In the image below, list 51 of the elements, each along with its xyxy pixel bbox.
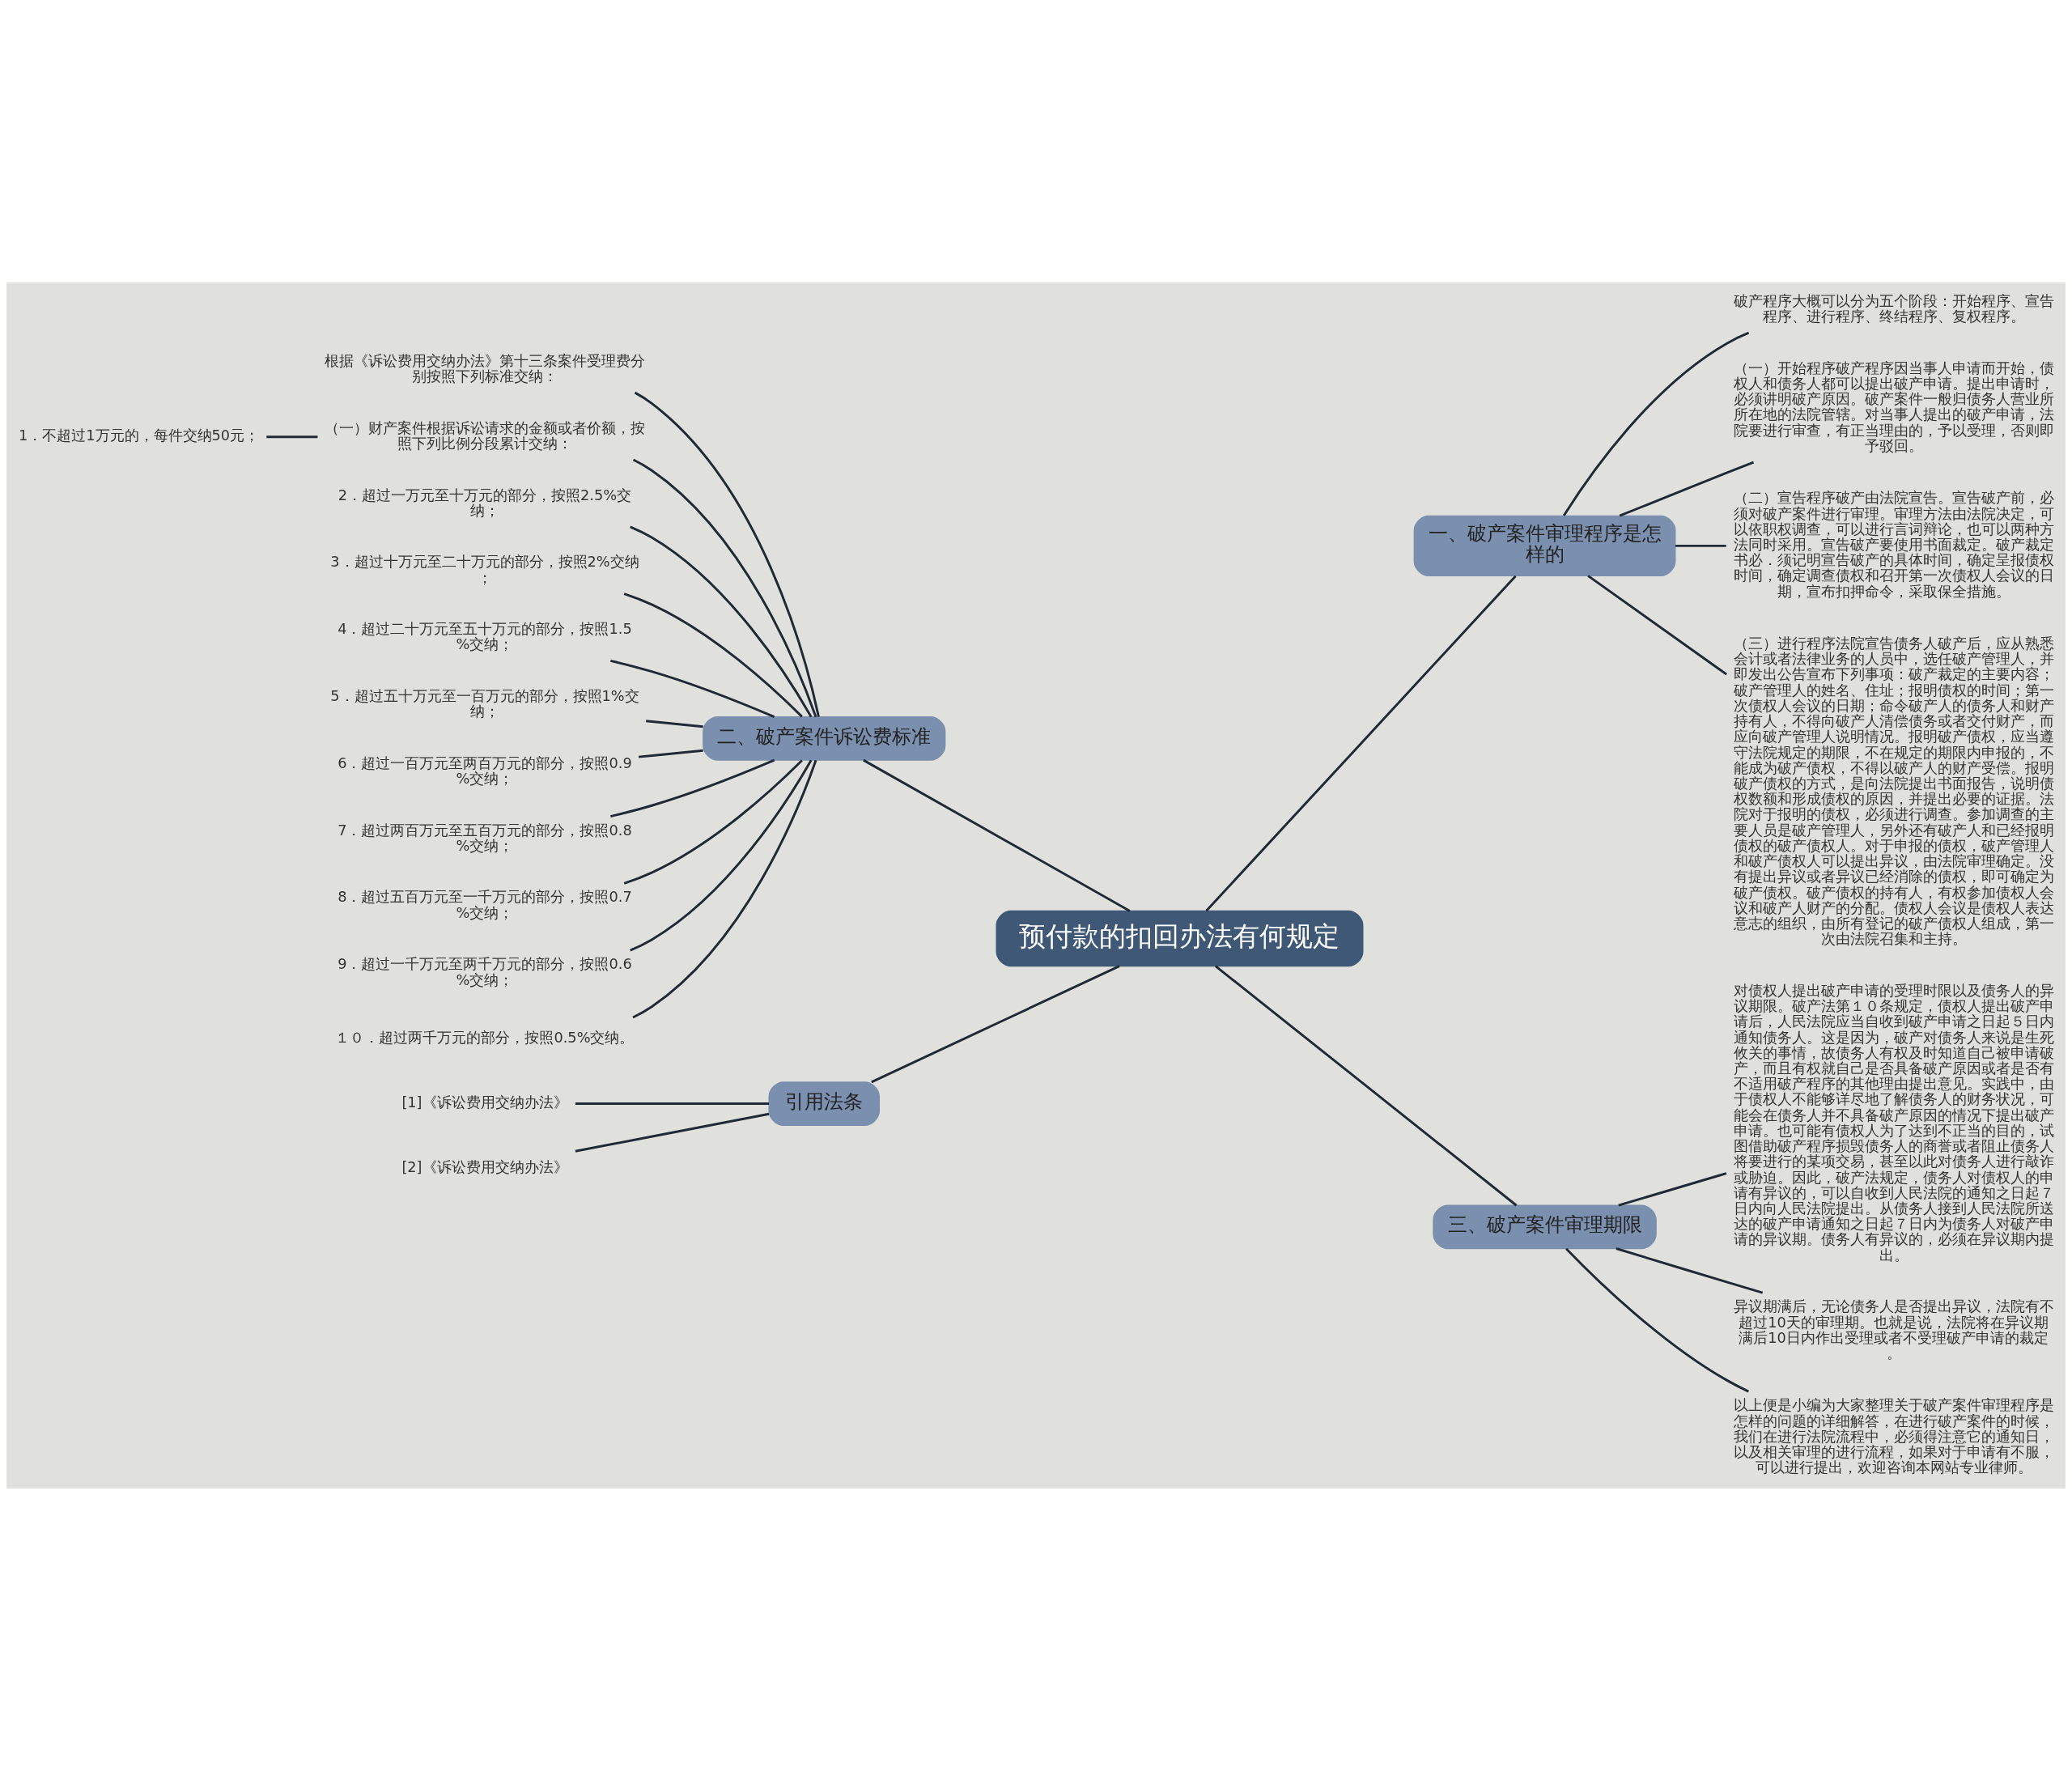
node-box: 三、破产案件审理期限 <box>1433 1204 1657 1250</box>
node-text: 异议期满后，无论债务人是否提出异议，法院有不超过10天的审理期。也就是说，法院将在异议期满后10日内作出受理或者不受理破产申请的裁定。 <box>1733 1298 2054 1361</box>
node-text: 6．超过一百万元至两百万元的部分，按照0.9%交纳； <box>338 754 632 788</box>
connector <box>863 758 1131 912</box>
connector <box>632 458 817 718</box>
connector <box>575 1112 770 1153</box>
node-text: 破产程序大概可以分为五个阶段：开始程序、宣告程序、进行程序、终结程序、复权程序。 <box>1733 292 2054 325</box>
node-text: 以上便是小编为大家整理关于破产案件审理程序是怎样的问题的详细解答，在进行破产案件的时候，我们在进行法院流程中，必须得注意它的通知日，以及相关审理的进行流程，如果对于申请有不服，可以进行提出，欢迎咨询本网站专业律师。 <box>1733 1397 2054 1476</box>
connector <box>1562 331 1750 516</box>
connector <box>646 720 703 728</box>
node-box: 引用法条 <box>768 1081 880 1126</box>
node-text: 根据《诉讼费用交纳办法》第十三条案件受理费分别按照下列标准交纳： <box>324 352 645 385</box>
connector <box>623 759 803 885</box>
node-text: １０．超过两千万元的部分，按照0.5%交纳。 <box>335 1030 635 1047</box>
node-box: 一、破产案件审理程序是怎样的 <box>1413 515 1676 577</box>
connector <box>630 525 813 718</box>
node-text: （二）宣告程序破产由法院宣告。宣告破产前，必须对破产案件进行审理。审理方法由法院决定，可以依职权调查，可以进行言词辩论，也可以两种方法同时采用。宣告破产要使用书面裁定。破产裁定书必．须记明宣告破产的具体时间，确定呈报债权时间，确定调查债权和召开第一次债权人会议的日期，宣布扣押命令，采取保全措施。 <box>1733 490 2054 600</box>
node-text: 4．超过二十万元至五十万元的部分，按照1.5%交纳； <box>338 621 632 653</box>
node-text: 对债权人提出破产申请的受理时限以及债务人的异议期限。破产法第１０条规定，债权人提出破产申请后，人民法院应当自收到破产申请之日起５日内通知债务人。这是因为，破产对债务人来说是生死攸关的事情，故债务人有权及时知道自己被申请破产，而且有权就自己是否具备破产原因或者是否有不适用破产程序的其他理由提出意见。实践中，由于债权人不能够详尽地了解债务人的财务状况，可能会在债务人并不具备破产原因的情况下提出破产申请。也可能有债权人为了达到不正当的目的，试图借助破产程序损毁债务人的商誉或者阻止债务人将要进行的某项交易，甚至以此对债务人进行敲诈或胁迫。因此，破产法规定，债务人对债权人的申请有异议的，可以自收到人民法院的通知之日起７日内向人民法院提出。从债务人接到人民法院所送达的破产申请通知之日起７日内为债务人对破产申请的异议期。债务人有异议的，必须在异议期内提出。 <box>1733 982 2054 1263</box>
connector <box>1205 575 1517 912</box>
connector <box>1675 544 1726 547</box>
connector <box>1587 575 1728 676</box>
connector <box>1618 1172 1727 1207</box>
connector <box>266 435 318 439</box>
node-text: 1．不超过1万元的，每件交纳50元； <box>18 427 260 444</box>
node-text: （一）财产案件根据诉讼请求的金额或者价额，按照下列比例分段累计交纳： <box>324 419 645 452</box>
node-text: [1]《诉讼费用交纳办法》 <box>401 1094 568 1111</box>
node-text: 7．超过两百万元至五百万元的部分，按照0.8%交纳； <box>338 822 632 854</box>
node-text: 9．超过一千万元至两千万元的部分，按照0.6%交纳； <box>338 956 632 988</box>
node-box: 预付款的扣回办法有何规定 <box>996 910 1364 967</box>
connector <box>1619 461 1755 517</box>
node-text: （一）开始程序破产程序因当事人申请而开始，债权人和债务人都可以提出破产申请。提出申请时，必须讲明破产原因。破产案件一般归债务人营业所所在地的法院管辖。对当事人提出的破产申请，法院要进行审查，有正当理由的，予以受理，否则即予驳回。 <box>1733 359 2054 454</box>
connector <box>638 749 703 758</box>
connector <box>871 965 1120 1084</box>
connector <box>623 592 803 718</box>
node-box: 二、破产案件诉讼费标准 <box>703 716 946 761</box>
connector <box>610 758 775 818</box>
connector <box>634 391 820 717</box>
node-text: 5．超过五十万元至一百万元的部分，按照1%交纳； <box>330 688 639 720</box>
connector <box>1215 965 1518 1207</box>
node-text: 8．超过五百万元至一千万元的部分，按照0.7%交纳； <box>338 889 632 921</box>
node-text: 2．超过一万元至十万元的部分，按照2.5%交纳； <box>338 486 632 519</box>
connector <box>1616 1247 1764 1294</box>
node-text: [2]《诉讼费用交纳办法》 <box>401 1158 568 1175</box>
node-text: 3．超过十万元至二十万元的部分，按照2%交纳； <box>330 554 639 586</box>
connector <box>630 759 813 952</box>
connector <box>1565 1247 1749 1393</box>
connector <box>610 659 775 719</box>
connector <box>575 1102 770 1105</box>
node-text: （三）进行程序法院宣告债务人破产后，应从熟悉会计或者法律业务的人员中，选任破产管理人，并即发出公告宣布下列事项：破产裁定的主要内容；破产管理人的姓名、住址；报明债权的时间；第一次债权人会议的日期；命令破产人的债务人和财产持有人，不得向破产人清偿债务或者交付财产，而应向破产管理人说明情况。报明破产债权，应当遵守法院规定的期限，不在规定的期限内申报的，不能成为破产债权，不得以破产人的财产受偿。报明破产债权的方式，是向法院提出书面报告，说明债权数额和形成债权的原因，并提出必要的证据。法院对于报明的债权，必须进行调查。参加调查的主要人员是破产管理人，另外还有破产人和已经报明债权的破产债权人。对于申报的债权，破产管理人和破产债权人可以提出异议，由法院审理确定。没有提出异议或者异议已经消除的债权，即可确定为破产债权。破产债权的持有人，有权参加债权人会议和破产人财产的分配。债权人会议是债权人表达意志的组织，由所有登记的破产债权人组成，第一次由法院召集和主持。 <box>1733 635 2054 948</box>
connector <box>632 759 817 1019</box>
